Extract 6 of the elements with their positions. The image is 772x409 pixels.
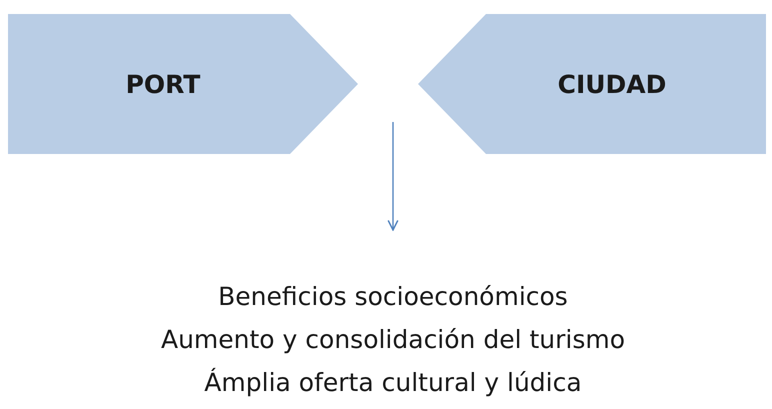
arrow [387, 122, 399, 231]
chevron-label: PORT [126, 70, 200, 98]
result-text: Beneficios socioeconómicos [218, 281, 568, 313]
result-text: Ámplia oferta cultural y lúdica [204, 366, 582, 399]
chevron-label: CIUDAD [558, 70, 666, 98]
result-text: Aumento y consolidación del turismo [160, 324, 626, 356]
